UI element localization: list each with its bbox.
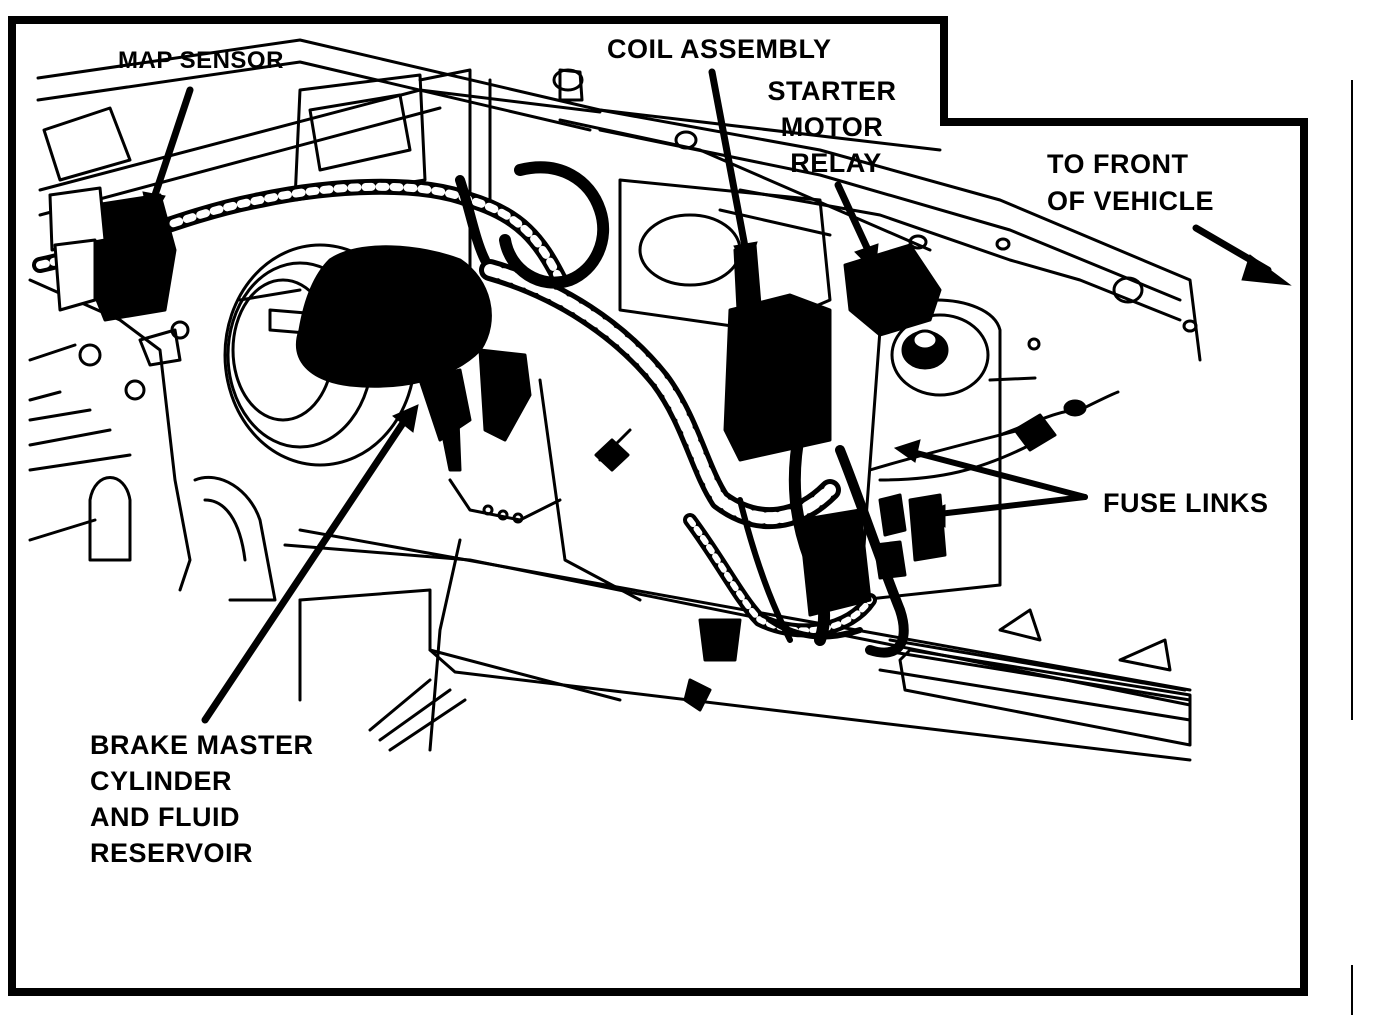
leader-lines [142, 68, 1292, 724]
dark-components [48, 186, 1087, 712]
label-coil-assembly: COIL ASSEMBLY [607, 34, 832, 64]
label-brake-master: BRAKE MASTER CYLINDER AND FLUID RESERVOI… [90, 730, 322, 868]
label-fuse-links: FUSE LINKS [1103, 488, 1269, 518]
label-map-sensor: MAP SENSOR [118, 47, 284, 74]
diagram-frame [8, 16, 1308, 996]
label-to-front: TO FRONT OF VEHICLE [1047, 149, 1214, 216]
engine-illustration [28, 38, 1202, 762]
label-starter-relay: STARTER MOTOR RELAY [767, 76, 904, 178]
